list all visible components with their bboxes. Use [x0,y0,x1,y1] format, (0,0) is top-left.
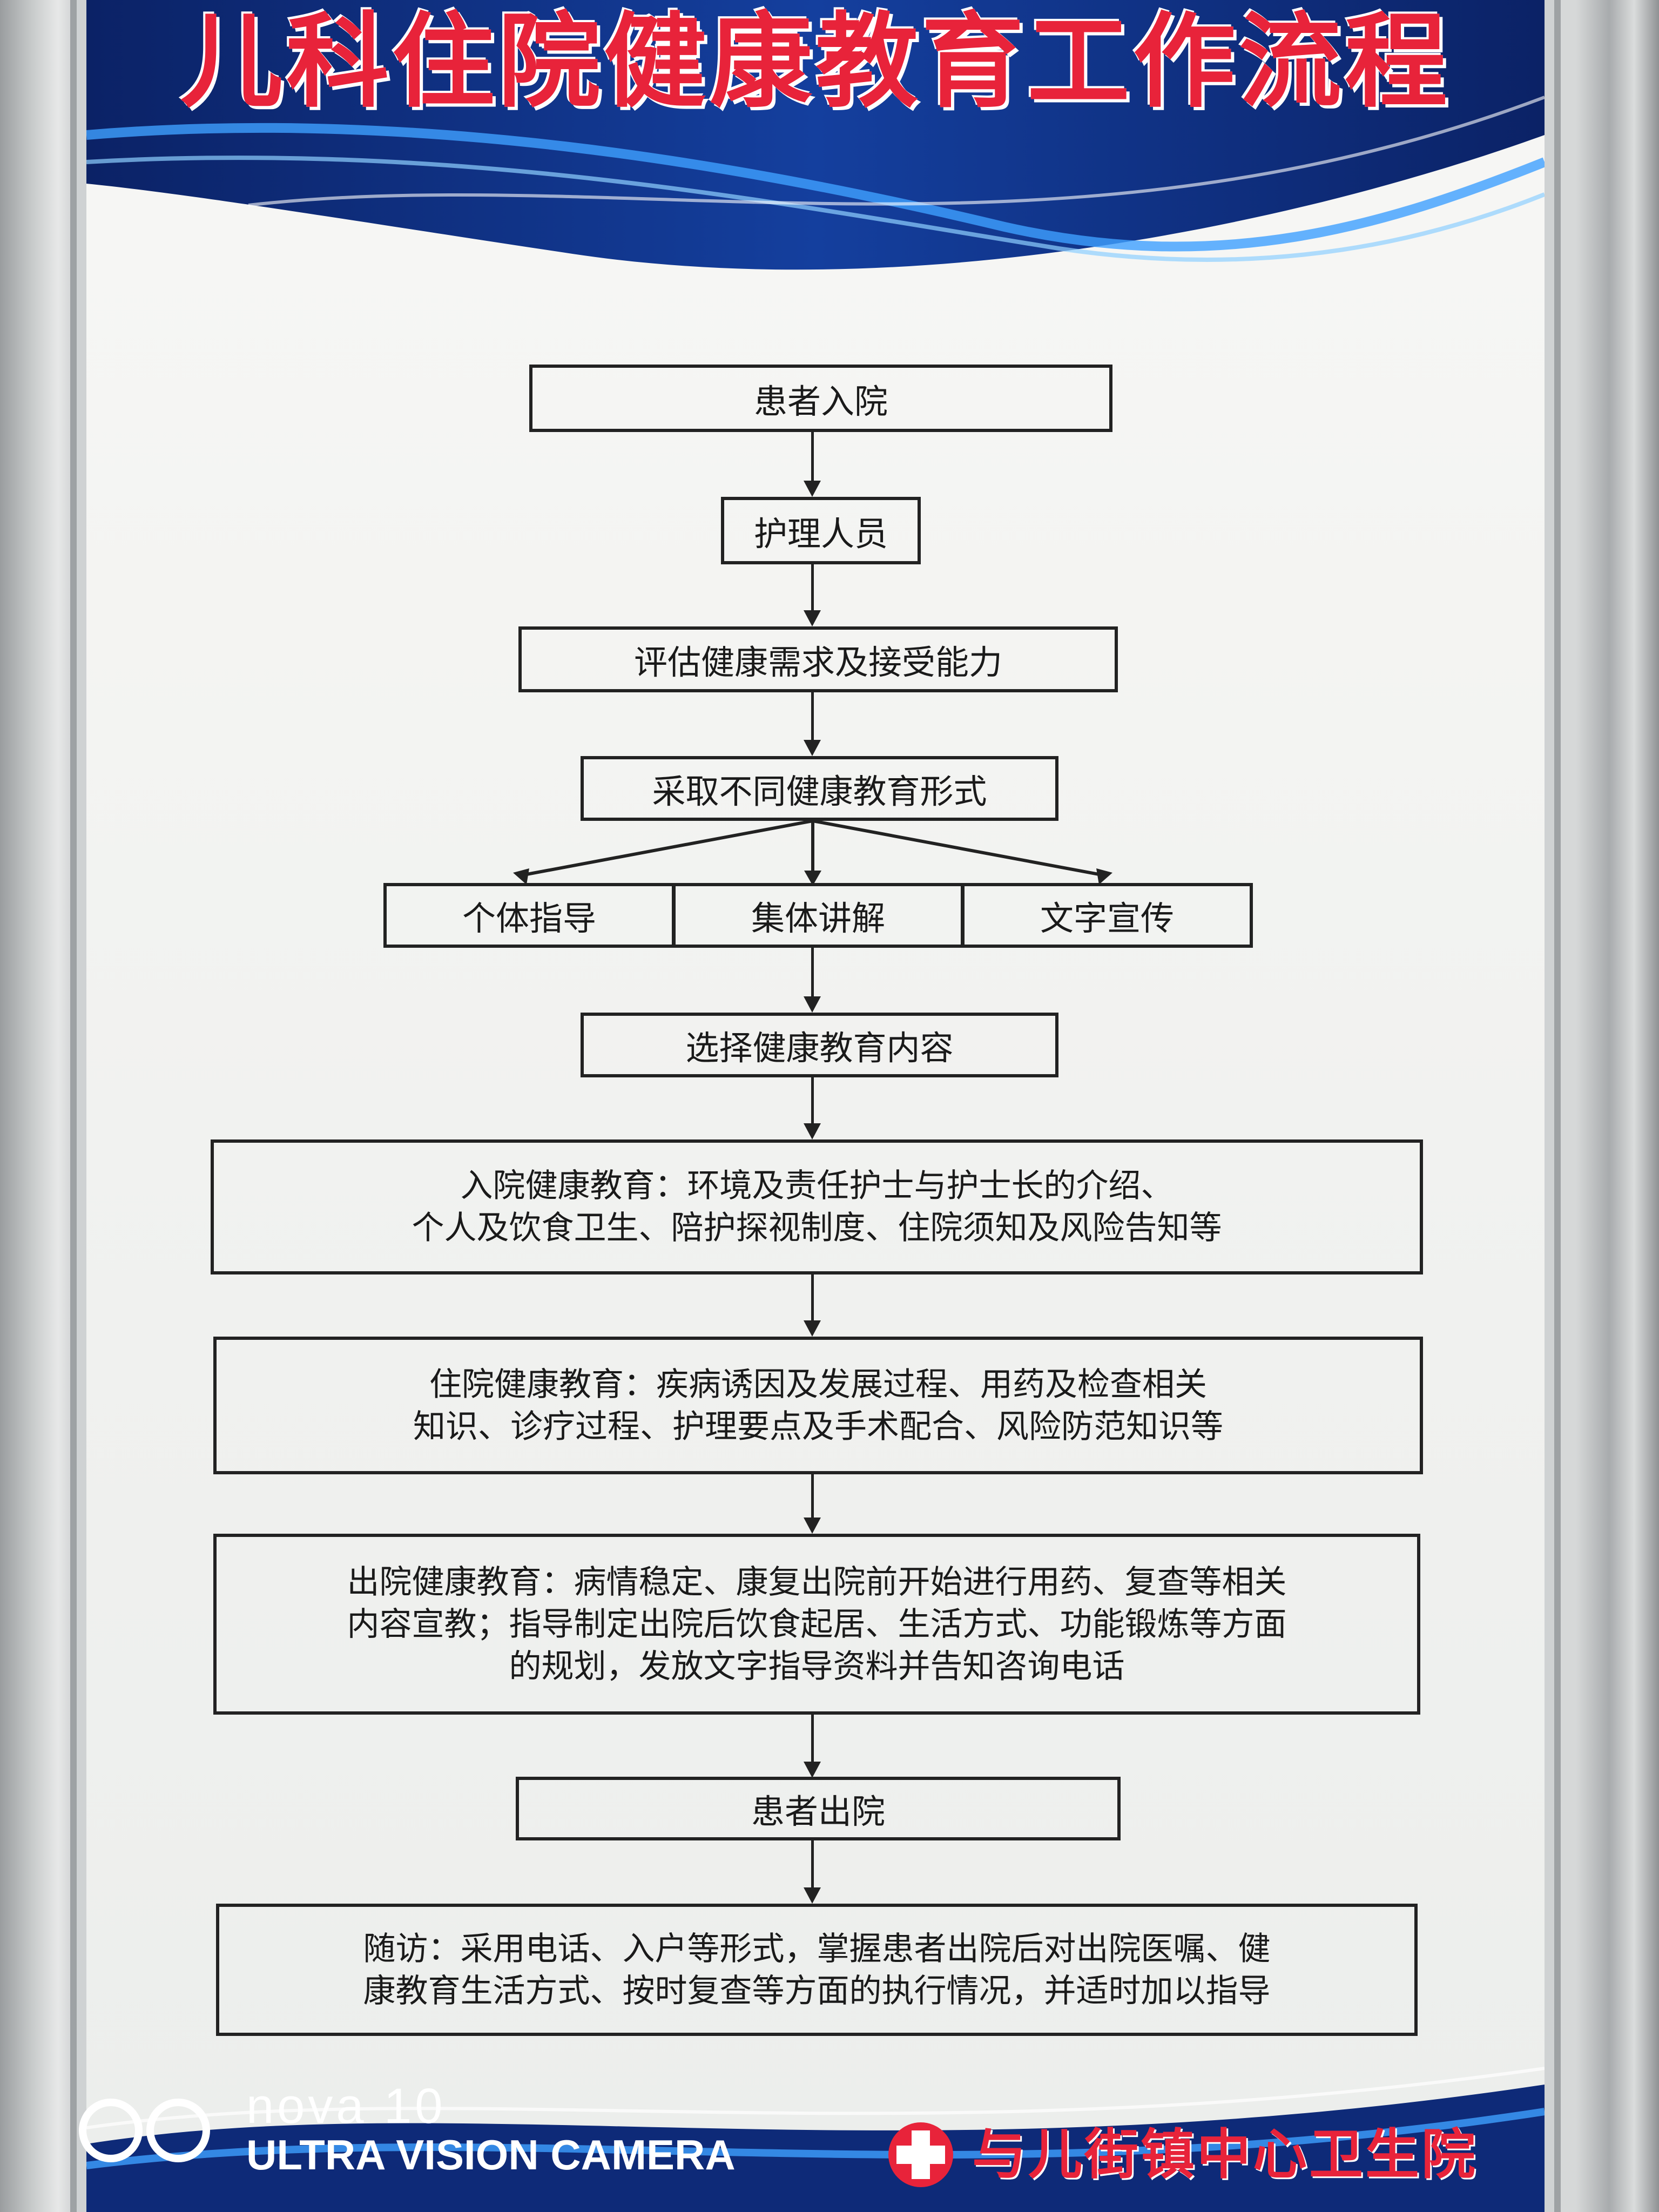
arrow-down-icon [804,740,821,756]
arrow-down-icon [804,1518,821,1534]
step-assess: 评估健康需求及接受能力 [518,626,1118,692]
hospital-name: 与儿街镇中心卫生院 [972,2123,1478,2186]
header-wave-band [86,0,1545,270]
admission-edu-line1: 入院健康教育：环境及责任护士与护士长的介绍、 [460,1167,1174,1205]
connector-line [811,1077,814,1126]
followup-line2: 康教育生活方式、按时复查等方面的执行情况，并适时加以指导 [363,1972,1271,2010]
connector-line [811,1840,814,1894]
step-assess-label: 评估健康需求及接受能力 [633,643,1002,682]
camera-brand-logo-icon [79,2099,210,2162]
discharge-edu-line1: 出院健康教育：病情稳定、康复出院前开始进行用药、复查等相关 [347,1563,1287,1601]
step-admission: 患者入院 [529,365,1112,432]
connector-line [811,1274,814,1320]
step-nurse-label: 护理人员 [753,514,888,554]
step-content-label: 选择健康教育内容 [685,1028,954,1068]
followup-line1: 随访：采用电话、入户等形式，掌握患者出院后对出院医嘱、健 [363,1930,1271,1968]
step-forms-label: 采取不同健康教育形式 [652,772,987,811]
step-admission-education: 入院健康教育：环境及责任护士与护士长的介绍、 个人及饮食卫生、陪护探视制度、住院… [211,1139,1423,1274]
step-nurse: 护理人员 [721,497,921,564]
form-individual: 个体指导 [383,883,675,948]
connector-line [811,432,814,481]
step-content: 选择健康教育内容 [581,1013,1058,1077]
arrow-down-icon [804,1762,821,1778]
arrow-down-icon [804,1123,821,1139]
form-group-label: 集体讲解 [751,899,885,938]
form-text-label: 文字宣传 [1040,899,1174,938]
camera-subtitle-watermark: ULTRA VISION CAMERA [246,2131,736,2179]
connector-line [811,692,814,749]
poster-board: 儿科住院健康教育工作流程 患者入院 护理人员 评估健康需求及接受能力 采取不同健… [86,0,1545,2212]
arrow-down-icon [804,996,821,1013]
connector-line [811,564,814,621]
connector-line [811,948,814,1010]
arrow-down-icon [804,1320,821,1337]
connector-line [811,1474,814,1520]
discharge-edu-line3: 的规划，发放文字指导资料并告知咨询电话 [509,1647,1125,1685]
step-discharge: 患者出院 [516,1777,1121,1840]
step-inpatient-education: 住院健康教育：疾病诱因及发展过程、用药及检查相关 知识、诊疗过程、护理要点及手术… [213,1337,1423,1474]
connector-line [811,1715,814,1766]
form-group: 集体讲解 [672,883,964,948]
red-cross-icon [888,2122,953,2187]
arrow-down-icon [804,481,821,497]
branch-arrows [513,821,1112,886]
step-followup: 随访：采用电话、入户等形式，掌握患者出院后对出院医嘱、健 康教育生活方式、按时复… [216,1904,1418,2036]
footer-wave-band [86,2067,1545,2212]
arrow-down-icon [804,610,821,626]
step-admission-label: 患者入院 [753,381,888,421]
form-text: 文字宣传 [961,883,1253,948]
step-discharge-education: 出院健康教育：病情稳定、康复出院前开始进行用药、复查等相关 内容宣教；指导制定出… [213,1534,1420,1715]
admission-edu-line2: 个人及饮食卫生、陪护探视制度、住院须知及风险告知等 [412,1209,1222,1247]
step-forms: 采取不同健康教育形式 [581,756,1058,821]
camera-model-watermark: nova 10 [246,2079,446,2134]
step-discharge-label: 患者出院 [751,1792,885,1831]
inpatient-edu-line2: 知识、诊疗过程、护理要点及手术配合、风险防范知识等 [413,1407,1223,1446]
arrow-down-icon [804,1887,821,1904]
discharge-edu-line2: 内容宣教；指导制定出院后饮食起居、生活方式、功能锻炼等方面 [347,1605,1287,1643]
inpatient-edu-line1: 住院健康教育：疾病诱因及发展过程、用药及检查相关 [429,1365,1207,1404]
form-individual-label: 个体指导 [462,899,596,938]
page-title: 儿科住院健康教育工作流程 [180,2,1451,122]
